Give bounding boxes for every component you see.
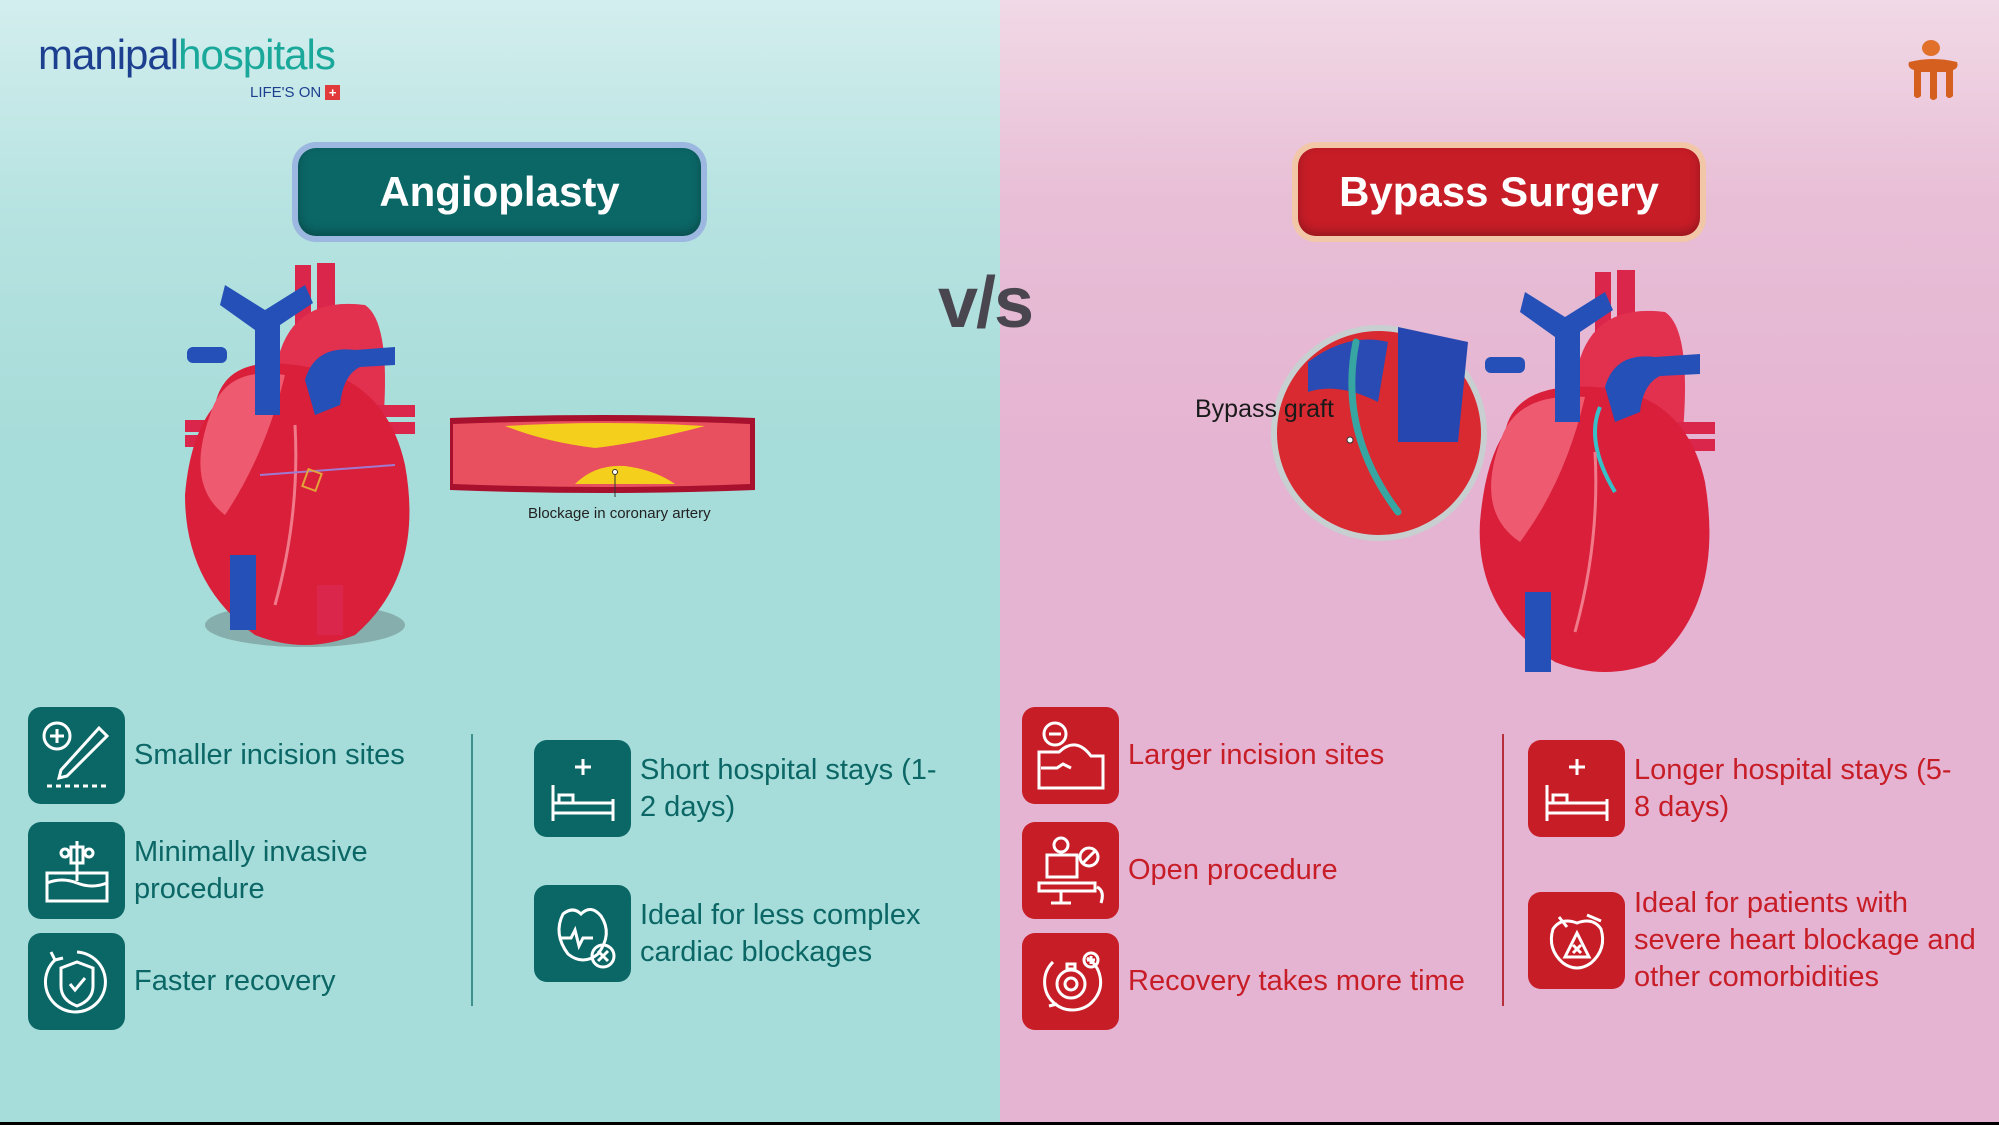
benefit-item: Longer hospital stays (5-8 days) xyxy=(1528,740,1964,837)
surgical-incision-icon xyxy=(1022,707,1119,804)
left-column-divider xyxy=(471,734,473,1006)
benefit-item: Recovery takes more time xyxy=(1022,933,1498,1030)
benefit-item: Faster recovery xyxy=(28,933,464,1030)
shield-check-recovery-icon xyxy=(28,933,125,1030)
benefit-item: Minimally invasive procedure xyxy=(28,822,434,919)
heart-ecg-cross-icon xyxy=(534,885,631,982)
hospital-bed-icon xyxy=(534,740,631,837)
benefit-item: Short hospital stays (1-2 days) xyxy=(534,740,940,837)
benefit-item: Open procedure xyxy=(1022,822,1428,919)
logo-tagline: LIFE'S ON xyxy=(250,84,322,101)
benefit-item: Ideal for patients with severe heart blo… xyxy=(1528,885,1984,996)
minimally-invasive-probe-icon xyxy=(28,822,125,919)
benefit-item: Smaller incision sites xyxy=(28,707,464,804)
bypass-graft-magnifier xyxy=(1271,325,1487,541)
blockage-annotation: Blockage in coronary artery xyxy=(528,505,711,522)
manipal-hospitals-logo: manipalhospitals LIFE'S ON+ xyxy=(38,30,341,101)
heart-warning-icon xyxy=(1528,892,1625,989)
logo-word-hospitals: hospitals xyxy=(178,31,336,78)
surgeon-operating-table-icon xyxy=(1022,822,1119,919)
heart-illustration-right xyxy=(1479,270,1715,672)
benefit-item: Ideal for less complex cardiac blockages xyxy=(534,885,980,982)
bypass-graft-annotation: Bypass graft xyxy=(1195,395,1334,423)
right-column-divider xyxy=(1502,734,1504,1006)
stopwatch-recovery-icon xyxy=(1022,933,1119,1030)
hospital-bed-icon xyxy=(1528,740,1625,837)
logo-word-manipal: manipal xyxy=(38,31,179,78)
manipal-figure-mark-icon xyxy=(1908,40,1958,100)
versus-label: v/s xyxy=(938,263,1034,343)
angioplasty-title: Angioplasty xyxy=(298,148,701,236)
scalpel-incision-icon xyxy=(28,707,125,804)
plus-cross-icon: + xyxy=(325,85,341,100)
blocked-artery-illustration xyxy=(450,415,755,497)
heart-illustration-left xyxy=(185,263,415,647)
benefit-item: Larger incision sites xyxy=(1022,707,1428,804)
bypass-surgery-title: Bypass Surgery xyxy=(1298,148,1700,236)
